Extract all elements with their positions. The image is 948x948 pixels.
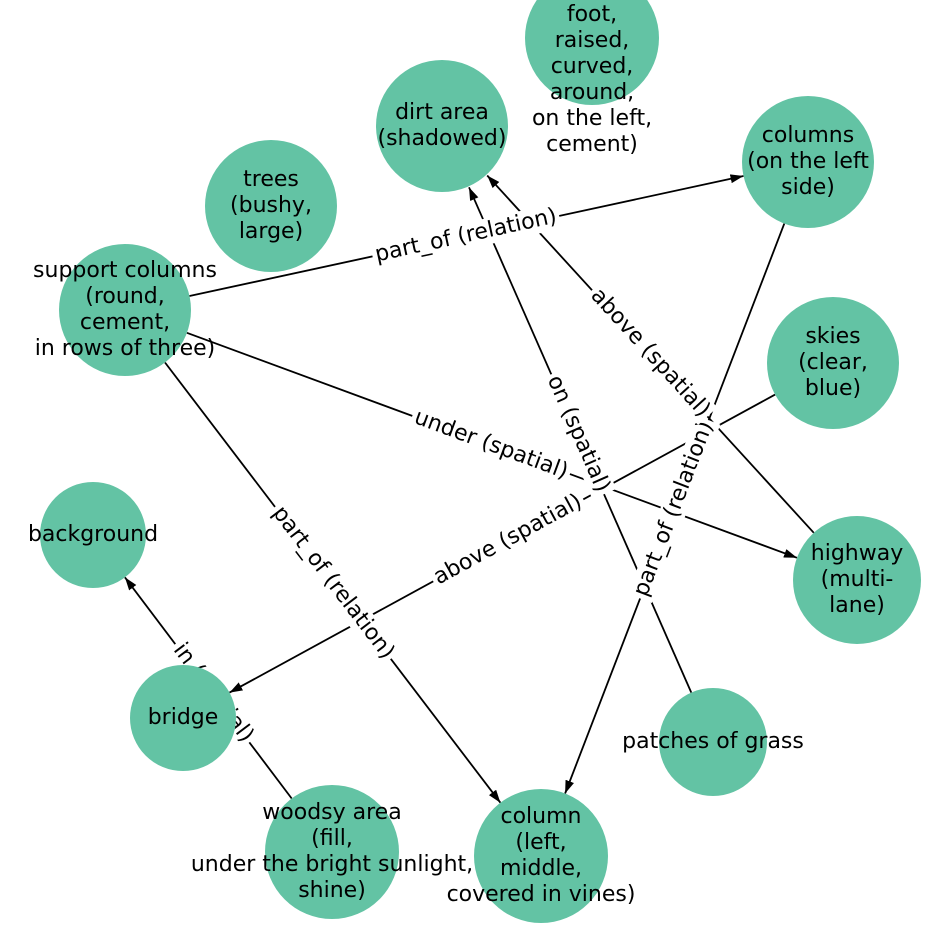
- node-circle-column: [474, 789, 608, 923]
- node-circle-woodsy-area: [265, 785, 399, 919]
- node-circle-patches-of-grass: [659, 688, 767, 796]
- node-label-partial-top: foot, raised, curved, around, on the lef…: [531, 2, 653, 157]
- node-label-columns-left-side: columns (on the left side): [747, 123, 869, 200]
- node-circle-skies: [767, 297, 899, 429]
- node-label-background: background: [27, 522, 159, 547]
- node-circle-trees: [205, 140, 337, 272]
- node-circle-background: [40, 482, 146, 588]
- node-label-support-columns: support columns (round, cement, in rows …: [33, 258, 217, 361]
- node-circle-partial-top: [525, 0, 659, 105]
- node-circle-support-columns: [59, 244, 191, 376]
- node-label-column: column (left, middle, covered in vines): [446, 804, 636, 907]
- node-circle-dirt-area: [376, 60, 508, 192]
- node-label-skies: skies (clear, blue): [798, 324, 868, 401]
- node-label-patches-of-grass: patches of grass: [622, 729, 804, 754]
- node-label-bridge: bridge: [147, 705, 219, 730]
- node-label-highway: highway (multi-lane): [810, 541, 904, 618]
- node-label-trees: trees (bushy, large): [230, 167, 312, 244]
- node-label-dirt-area: dirt area (shadowed): [377, 100, 507, 151]
- node-circle-highway: [793, 516, 921, 644]
- node-circle-bridge: [130, 665, 236, 771]
- node-label-woodsy-area: woodsy area (fill, under the bright sunl…: [190, 800, 474, 903]
- node-circle-columns-left-side: [742, 96, 874, 228]
